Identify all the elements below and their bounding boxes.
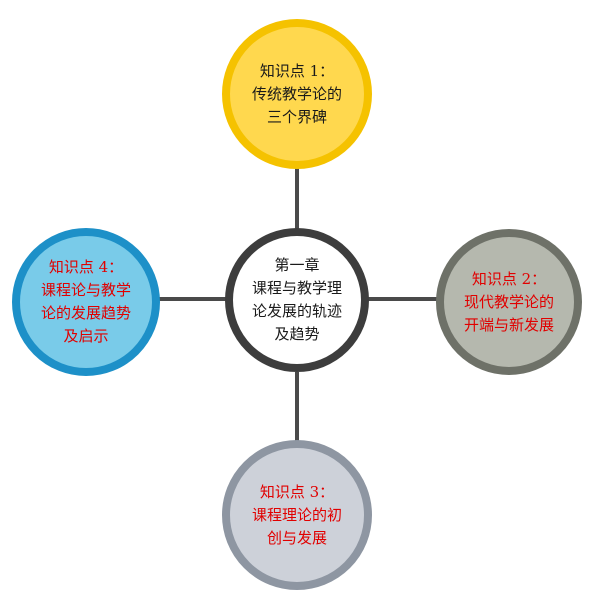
kp1-line: 知识点 1： [259,61,335,80]
connector-left [155,297,227,301]
center-line: 及趋势 [274,325,320,343]
connector-right [366,297,443,301]
kp3-line: 课程理论的初 [251,505,342,524]
knowledge-point-1-node: 知识点 1： 传统教学论的 三个界碑 [222,19,372,169]
kp2-line: 开端与新发展 [463,315,554,334]
knowledge-point-4-text: 知识点 4： 课程论与教学 论的发展趋势 及启示 [41,256,131,348]
kp3-line: 知识点 3： [259,482,335,501]
center-line: 论发展的轨迹 [251,302,342,320]
connector-bottom [295,372,299,442]
kp4-line: 课程论与教学 [40,281,131,299]
knowledge-point-2-text: 知识点 2： 现代教学论的 开端与新发展 [464,268,554,337]
center-node-text: 第一章 课程与教学理 论发展的轨迹 及趋势 [252,254,342,346]
knowledge-point-2-node: 知识点 2： 现代教学论的 开端与新发展 [436,229,582,375]
kp2-line: 知识点 2： [471,269,547,288]
kp4-line: 知识点 4： [48,258,124,276]
kp4-line: 论的发展趋势 [40,304,131,322]
knowledge-point-1-text: 知识点 1： 传统教学论的 三个界碑 [252,60,342,129]
kp2-line: 现代教学论的 [463,292,554,311]
connector-top [295,150,299,232]
knowledge-point-3-text: 知识点 3： 课程理论的初 创与发展 [252,481,342,550]
kp1-line: 三个界碑 [266,107,327,126]
kp4-line: 及启示 [63,327,109,345]
knowledge-point-3-node: 知识点 3： 课程理论的初 创与发展 [222,440,372,590]
center-node-chapter-1: 第一章 课程与教学理 论发展的轨迹 及趋势 [225,228,369,372]
center-line: 课程与教学理 [251,279,342,297]
kp1-line: 传统教学论的 [251,84,342,103]
kp3-line: 创与发展 [266,528,327,547]
center-line: 第一章 [274,256,320,274]
knowledge-point-4-node: 知识点 4： 课程论与教学 论的发展趋势 及启示 [12,228,160,376]
